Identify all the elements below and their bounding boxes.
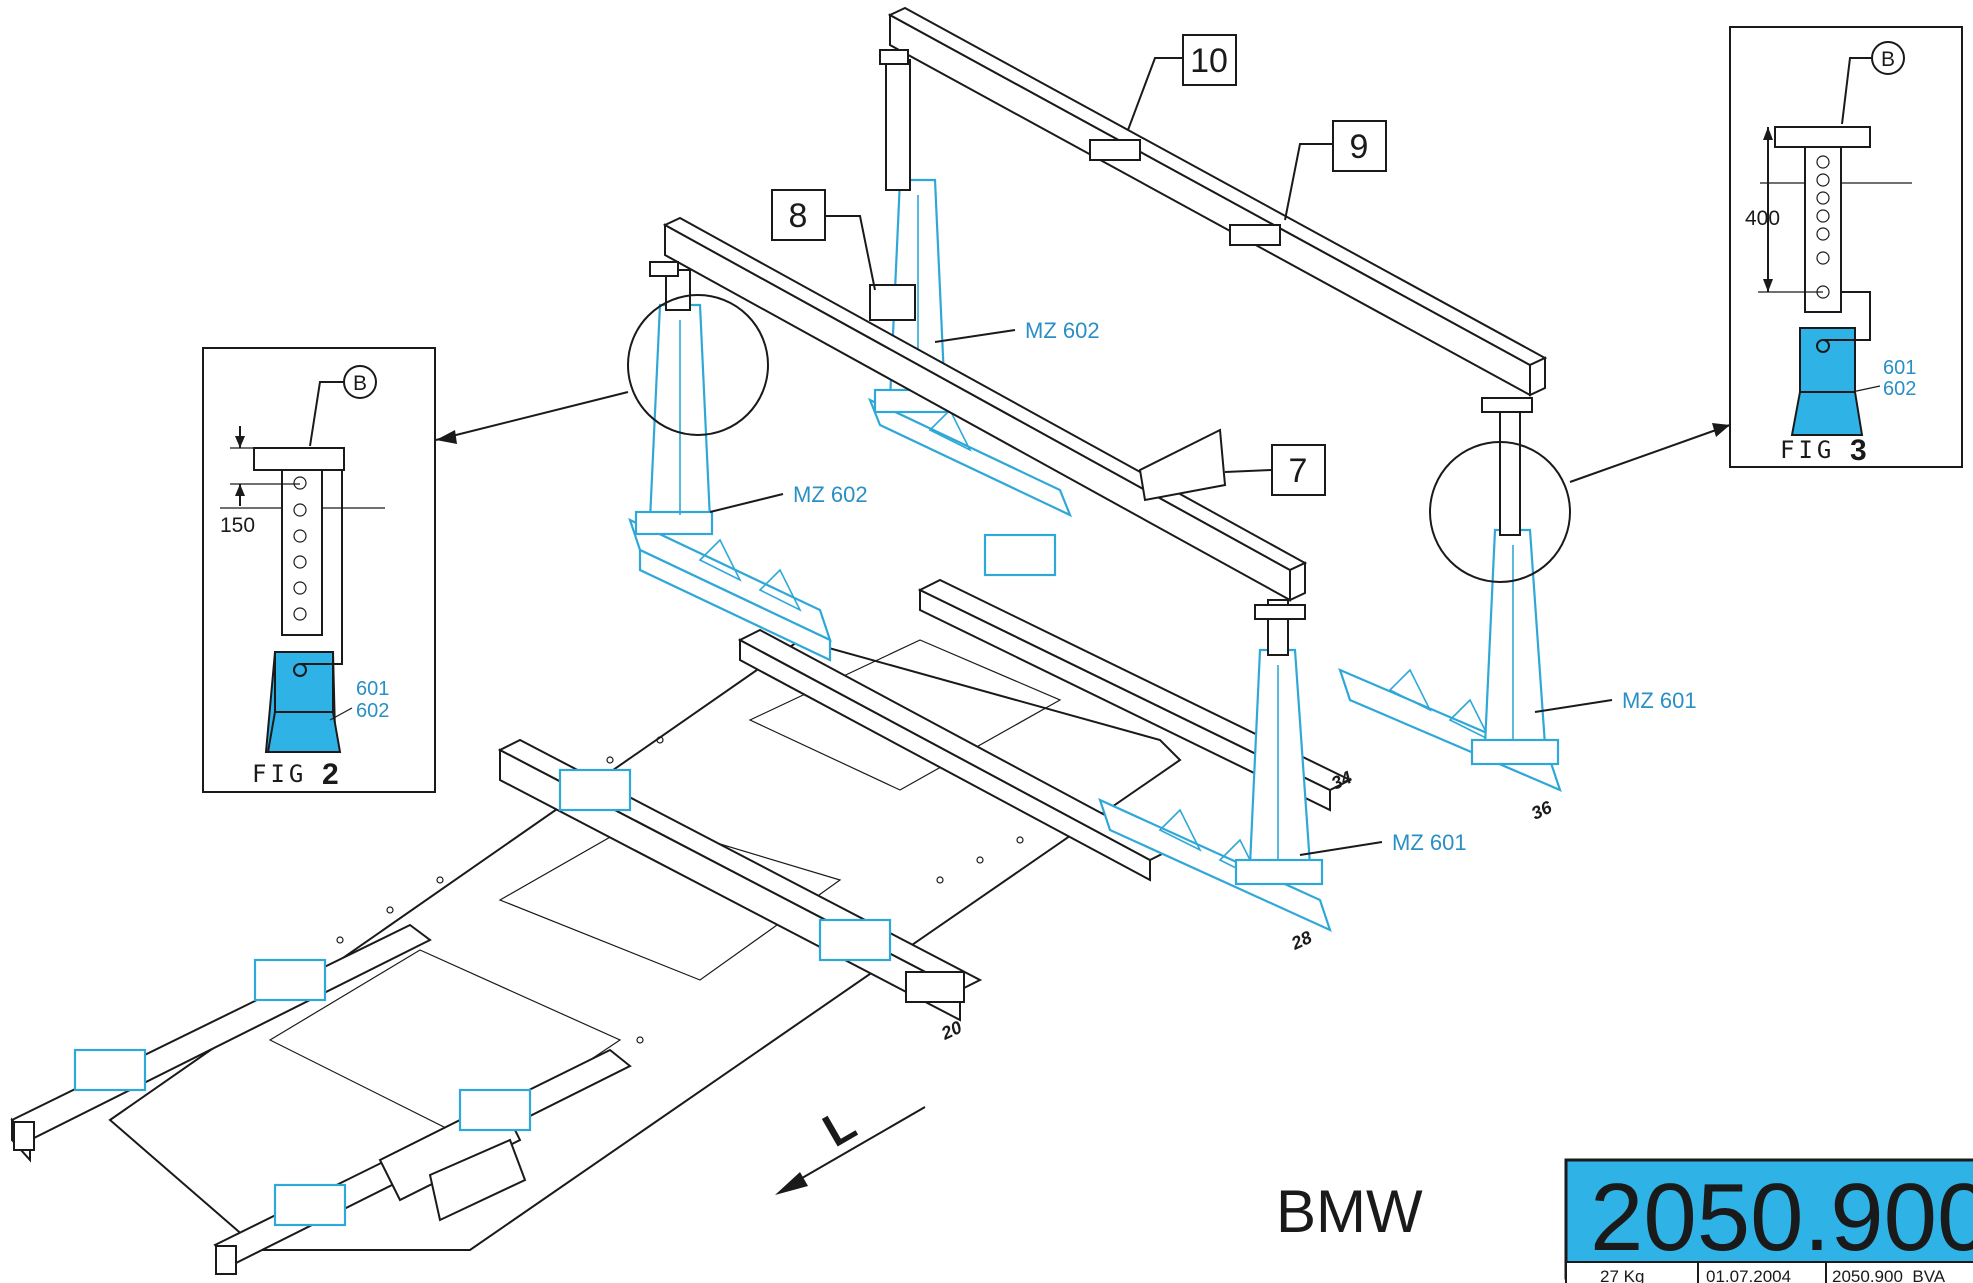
title-block: 2050.900 27 Kg 01.07.2004 2050.900_BVA bbox=[1564, 1158, 1973, 1283]
callout-10: 10 bbox=[1127, 34, 1237, 131]
fig3-dimension: 400 bbox=[1745, 207, 1780, 230]
stand-mz601-front bbox=[1234, 648, 1324, 886]
svg-text:8: 8 bbox=[789, 197, 808, 235]
fig3-title: FIG bbox=[1780, 436, 1835, 464]
detail-circle-fig2 bbox=[627, 294, 769, 436]
blue-base-left bbox=[628, 517, 832, 662]
svg-text:10: 10 bbox=[1190, 42, 1228, 80]
direction-letter: L bbox=[814, 1098, 864, 1157]
title-block-reference: 2050.900_BVA bbox=[1832, 1267, 1946, 1283]
fig2-number: 2 bbox=[322, 758, 339, 791]
label-mz602-rear: MZ 602 bbox=[934, 318, 1100, 343]
svg-text:7: 7 bbox=[1289, 452, 1308, 490]
title-block-weight: 27 Kg bbox=[1600, 1267, 1644, 1283]
callout-8: 8 bbox=[771, 189, 876, 291]
fig2-dimension: 150 bbox=[220, 514, 255, 537]
blue-base-center bbox=[867, 397, 1073, 518]
title-block-code: 2050.900 bbox=[1590, 1164, 1973, 1271]
callout-7: 7 bbox=[1224, 444, 1326, 496]
svg-text:MZ 601: MZ 601 bbox=[1392, 830, 1467, 855]
upper-beam-front bbox=[649, 216, 1308, 620]
svg-text:MZ 601: MZ 601 bbox=[1622, 688, 1697, 713]
stand-mz601-right bbox=[1470, 528, 1560, 766]
label-mz601-right: MZ 601 bbox=[1534, 688, 1697, 713]
fig2-parts-602: 602 bbox=[356, 700, 389, 722]
lower-rail-long bbox=[737, 578, 1353, 882]
upper-beam-rear bbox=[879, 6, 1548, 413]
label-mz602-left: MZ 602 bbox=[709, 482, 868, 513]
fig2-parts-601: 601 bbox=[356, 678, 389, 700]
beam-clamps bbox=[869, 139, 1281, 502]
title-block-date: 01.07.2004 bbox=[1706, 1267, 1791, 1283]
svg-text:MZ 602: MZ 602 bbox=[793, 482, 868, 507]
position-36: 36 bbox=[1528, 797, 1555, 824]
leader-fig2 bbox=[435, 391, 629, 441]
clamp-units bbox=[73, 533, 1057, 1227]
direction-arrow: L bbox=[775, 1098, 926, 1195]
svg-text:9: 9 bbox=[1350, 128, 1369, 166]
fig3-marker: B bbox=[1881, 48, 1895, 71]
stand-mz602-left bbox=[634, 303, 714, 536]
fig3-parts-602: 602 bbox=[1883, 378, 1916, 400]
fig3-parts-601: 601 bbox=[1883, 357, 1916, 379]
fig2-marker: B bbox=[353, 372, 367, 395]
svg-text:MZ 602: MZ 602 bbox=[1025, 318, 1100, 343]
detail-circle-fig3 bbox=[1429, 441, 1571, 583]
fig2-title: FIG bbox=[252, 760, 307, 788]
label-mz601-front: MZ 601 bbox=[1299, 830, 1467, 856]
callout-9: 9 bbox=[1284, 120, 1387, 221]
fig3-number: 3 bbox=[1850, 434, 1867, 467]
position-28: 28 bbox=[1287, 927, 1315, 954]
brand-name: BMW bbox=[1276, 1178, 1423, 1245]
leader-fig3 bbox=[1569, 424, 1731, 483]
fig3-detail: B 400 601 602 FIG 3 bbox=[1729, 26, 1963, 468]
fig2-detail: B 150 601 602 FIG 2 bbox=[202, 347, 436, 793]
